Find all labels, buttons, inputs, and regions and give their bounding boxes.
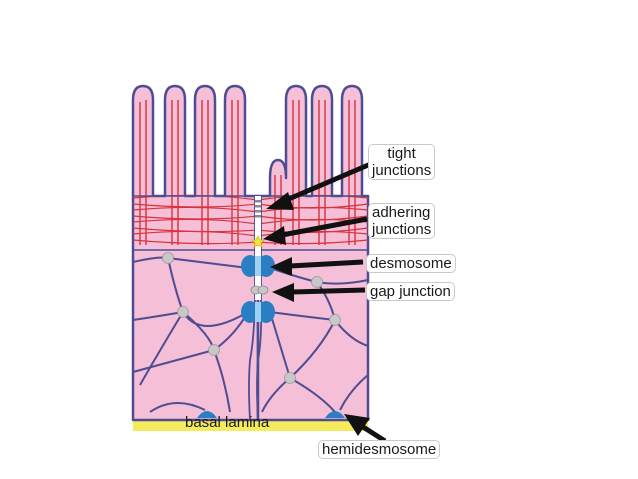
hemidesmosome-label: hemidesmosome (318, 440, 441, 459)
left-cell (131, 84, 260, 422)
tight-junction-marks (255, 200, 261, 218)
pointer-arrows (263, 160, 387, 444)
filament-nodes (162, 252, 341, 384)
desmosome-upper (241, 255, 275, 277)
adhering-junction (251, 235, 265, 248)
gap-junction-label: gap junction (366, 282, 455, 301)
desmosome-lower (241, 301, 275, 323)
intercellular-space (255, 196, 261, 300)
right-cell (256, 84, 370, 422)
adhering-junctions-label: adhering junctions (368, 203, 436, 239)
hemidesmosome-right (325, 411, 345, 418)
gap-junction (250, 285, 269, 295)
desmosome-label: desmosome (366, 254, 456, 273)
tight-junctions-label: tight junctions (368, 144, 436, 180)
hemidesmosome-left (197, 411, 217, 418)
basal-lamina-label: basal lamina (185, 414, 270, 431)
